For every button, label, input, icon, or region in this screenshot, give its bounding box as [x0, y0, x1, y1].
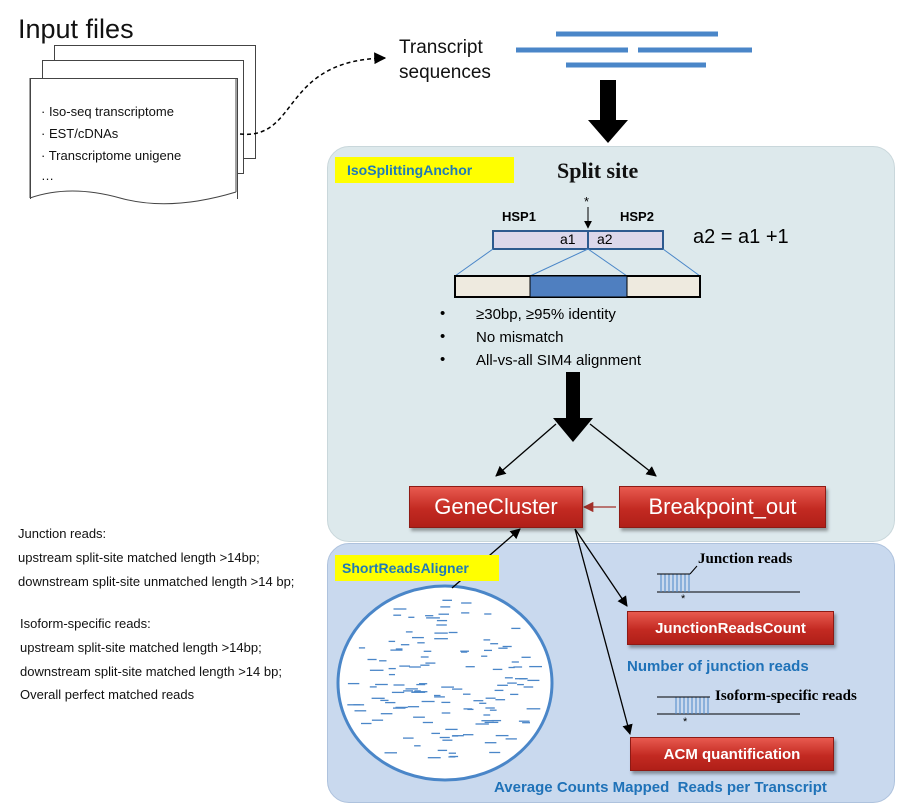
big-down-arrow	[588, 80, 628, 143]
isosplittinganchor-tag: IsoSplittingAnchor	[335, 157, 514, 183]
a1-label: a1	[560, 231, 576, 247]
junction-note-line: upstream split-site matched length >14bp…	[18, 550, 260, 565]
arrow-to-breakpoint	[589, 423, 657, 477]
transcript-label-line2: sequences	[399, 62, 491, 83]
shortreadsaligner-tag: ShortReadsAligner	[335, 555, 499, 581]
hsp1-label: HSP1	[502, 209, 536, 224]
short-reads-ellipse	[336, 584, 554, 782]
isoform-note-line: downstream split-site matched length >14…	[20, 664, 282, 679]
junction-notes-title: Junction reads:	[18, 526, 107, 541]
isoform-notes-title: Isoform-specific reads:	[20, 616, 151, 631]
arrow-to-junctioncount	[574, 528, 628, 607]
junction-note-line: downstream split-site unmatched length >…	[18, 574, 295, 589]
a2-label: a2	[597, 231, 613, 247]
hsp-box	[492, 230, 664, 250]
split-asterisk: *	[584, 194, 590, 209]
split-site-title: Split site	[557, 158, 639, 183]
input-files-document: · Iso-seq transcriptome · EST/cDNAs · Tr…	[30, 78, 238, 199]
transcript-label-line1: Transcript	[399, 37, 483, 58]
isoform-reads-ticks	[675, 697, 709, 714]
junction-reads-label: Junction reads	[698, 551, 793, 567]
arrow-to-acm	[574, 528, 633, 736]
isoform-note-line: upstream split-site matched length >14bp…	[20, 640, 262, 655]
criteria-bullet: •	[440, 328, 446, 345]
arrow-to-genecluster	[495, 423, 557, 477]
breakpoint-out-node[interactable]: Breakpoint_out	[619, 486, 826, 528]
isosplittinganchor-panel	[327, 146, 895, 542]
input-files-title: Input files	[18, 14, 134, 44]
doc-curl-edge	[29, 190, 237, 205]
dashed-curve-arrow	[239, 52, 387, 135]
junction-reads-ticks	[660, 574, 690, 592]
average-counts-caption: Average Counts Mapped Reads per Transcri…	[494, 779, 827, 796]
criteria-item: No mismatch	[476, 329, 564, 346]
short-reads-dashes	[347, 599, 542, 759]
input-item: · EST/cDNAs	[41, 126, 119, 141]
hsp2-label: HSP2	[620, 209, 654, 224]
criteria-item: ≥30bp, ≥95% identity	[476, 306, 616, 323]
input-item: …	[41, 168, 54, 183]
isoform-reads-label: Isoform-specific reads	[715, 688, 857, 704]
criteria-bullet: •	[440, 305, 446, 322]
isoform-asterisk: *	[683, 716, 688, 728]
acm-quantification-node[interactable]: ACM quantification	[630, 737, 834, 771]
genecluster-node[interactable]: GeneCluster	[409, 486, 583, 528]
input-item: · Iso-seq transcriptome	[41, 104, 174, 119]
criteria-item: All-vs-all SIM4 alignment	[476, 352, 642, 369]
input-item: · Transcriptome unigene	[41, 148, 182, 163]
big-down-arrow	[553, 372, 593, 442]
number-of-junction-reads: Number of junction reads	[627, 658, 809, 675]
split-equation: a2 = a1 +1	[693, 226, 789, 248]
junctionreadscount-node[interactable]: JunctionReadsCount	[627, 611, 834, 645]
junction-asterisk: *	[681, 593, 686, 605]
isoform-note-line: Overall perfect matched reads	[20, 687, 195, 702]
genome-bar-highlight	[529, 275, 628, 298]
criteria-bullet: •	[440, 351, 446, 368]
